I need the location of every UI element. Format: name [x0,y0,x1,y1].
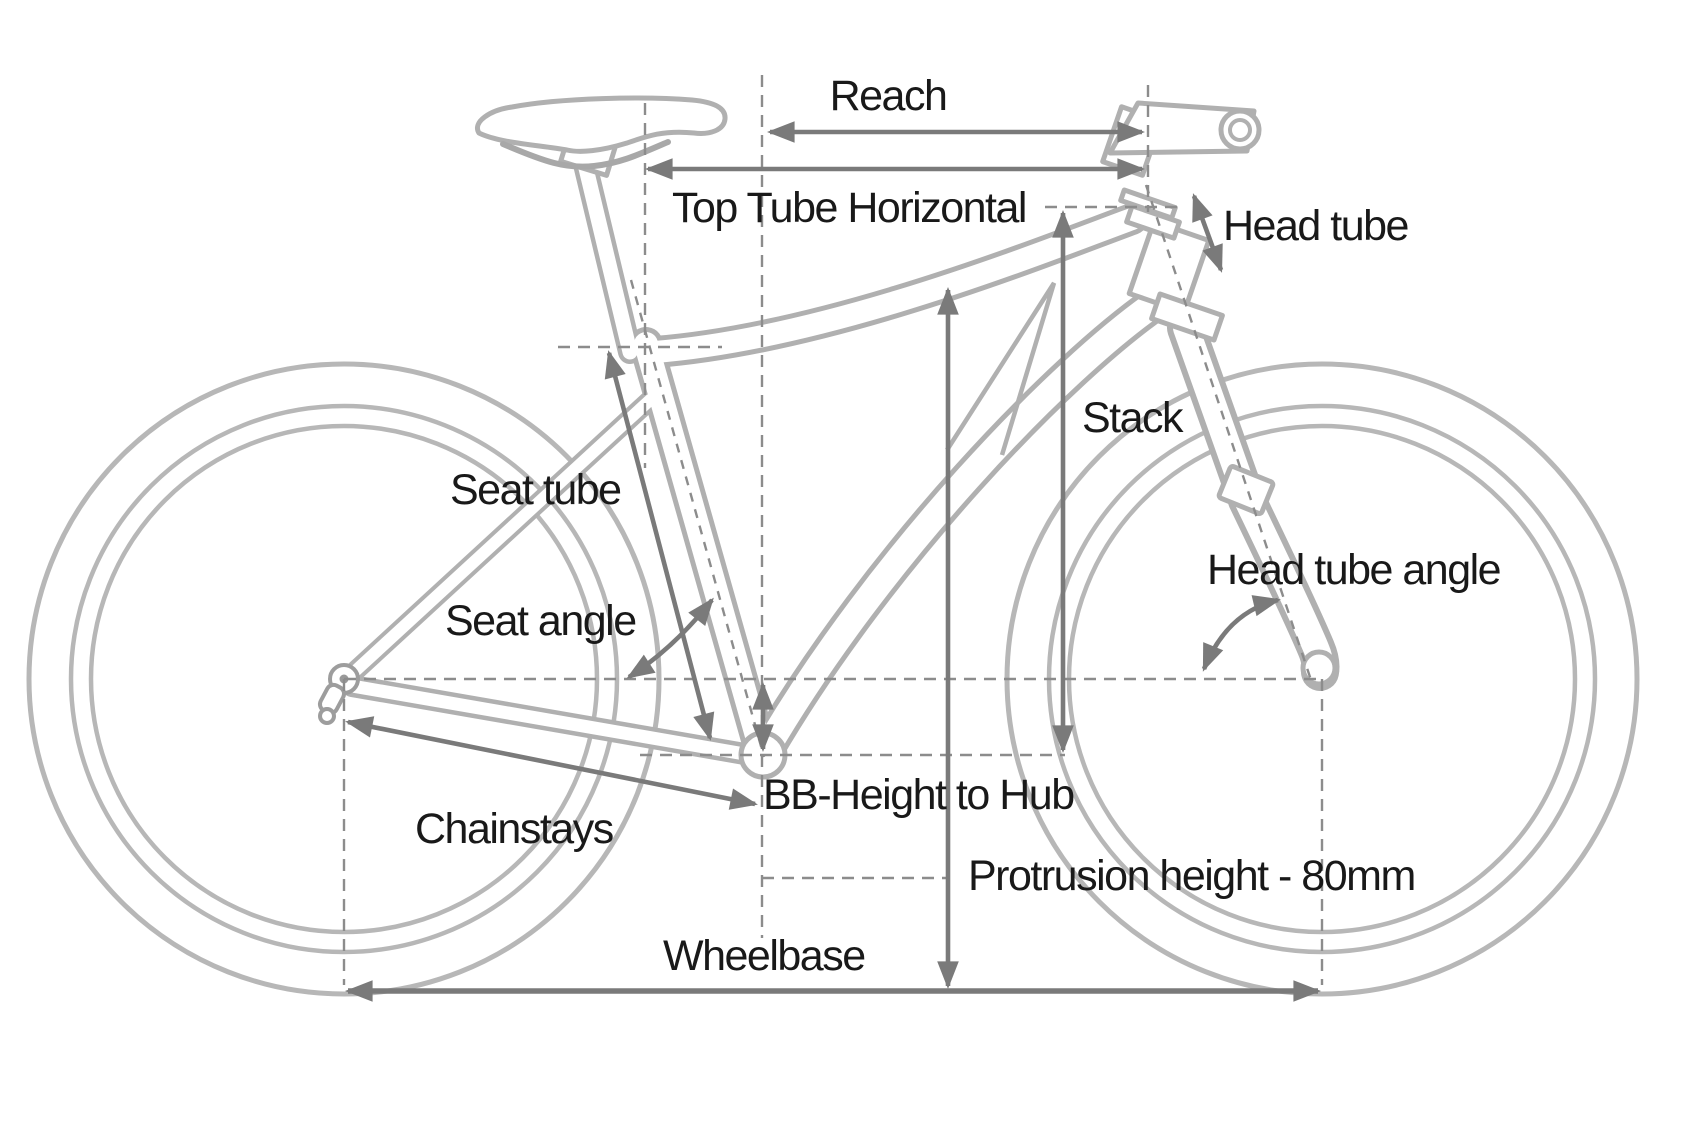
label-seat-angle: Seat angle [445,597,636,645]
head-tube-assembly [1100,100,1276,516]
headset-spacer [1124,203,1182,241]
measurement-arrows [345,121,1321,1002]
head-tube-angle-arc [1201,595,1281,672]
seat-tube-axis [629,279,766,758]
label-chainstays: Chainstays [415,805,613,853]
labels: Reach Top Tube Horizontal Head tube Stac… [415,72,1502,980]
label-seat-tube: Seat tube [450,466,621,514]
rear-derailleur [317,663,360,725]
stem [1107,100,1257,156]
steering-axis [1144,184,1313,681]
label-head-tube: Head tube [1223,202,1408,250]
label-wheelbase: Wheelbase [663,932,865,980]
head-tube-arrow [1191,193,1224,273]
chainstays-arrow [345,716,758,810]
label-stack: Stack [1082,394,1184,442]
handlebar-grip-icon [1218,108,1262,152]
label-reach: Reach [830,72,947,120]
fork-leg-junction [1216,464,1276,516]
label-bb-height-to-hub: BB-Height to Hub [763,771,1074,819]
label-protrusion-height: Protrusion height - 80mm [968,852,1415,900]
seat-angle-arc [626,597,714,679]
label-head-tube-angle: Head tube angle [1207,546,1500,594]
label-top-tube-horizontal: Top Tube Horizontal [672,184,1026,232]
fork-crown [1149,291,1225,343]
front-dropout [1300,649,1338,687]
saddle [475,95,728,178]
